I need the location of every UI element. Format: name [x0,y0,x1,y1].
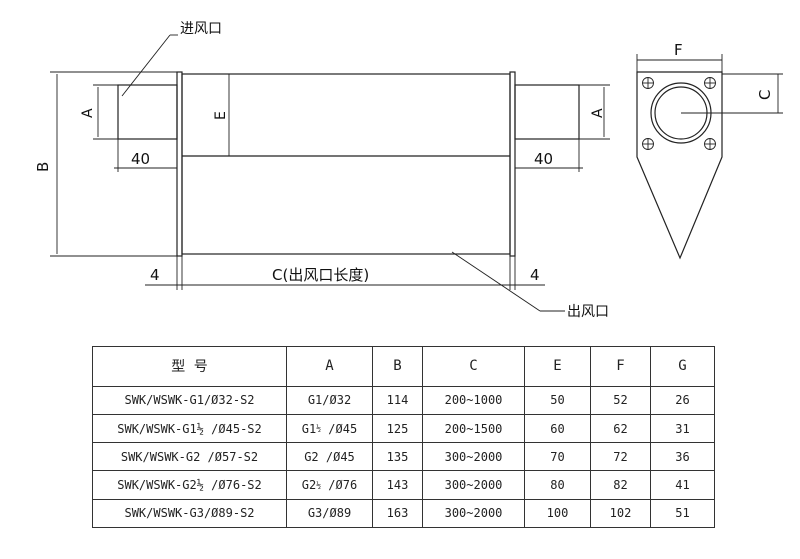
left-inlet-pipe [117,84,178,140]
inlet-leader [121,34,171,97]
cell-a-main: G2 [304,449,319,464]
cell-e: 70 [524,442,591,472]
cell-a-main: G1 [301,421,317,436]
cell-a-rest: /Ø89 [322,506,352,521]
table-row: SWK/WSWK-G1/Ø32-S2 G1/Ø32 114 200~1000 5… [92,385,715,415]
cell-c: 200~1000 [422,385,525,415]
cell-e: 60 [524,413,591,444]
air-outlet-label: 出风口 [567,304,609,320]
col-header-f: F [590,346,651,387]
left-flange [176,71,183,257]
cell-a: G2½ /Ø76 [286,470,373,500]
technical-drawing: B A E A 40 40 4 C(出风口长度) 4 进风口 [34,21,783,320]
cell-c: 300~2000 [422,498,525,529]
cell-c: 200~1500 [422,413,525,444]
cell-a: G1½ /Ø45 [286,413,373,444]
cell-b: 163 [372,498,423,529]
cell-e: 80 [524,470,591,500]
spec-table: 型 号 A B C E F G SWK/WSWK-G1/Ø32-S2 G1/Ø3… [92,346,715,529]
col-header-model: 型 号 [92,346,287,387]
cell-b: 135 [372,442,423,472]
dim-f-label: F [674,41,683,59]
dim-4-left-label: 4 [150,266,160,284]
cell-a-rest: /Ø45 [321,421,358,436]
table-header-row: 型 号 A B C E F G [92,346,715,387]
right-flange [509,71,516,257]
table-row: SWK/WSWK-G3/Ø89-S2 G3/Ø89 163 300~2000 1… [92,498,715,529]
cell-a-rest: /Ø76 [321,478,358,493]
bolt-holes [642,77,716,150]
cell-c: 300~2000 [422,470,525,500]
cell-a-main: G3 [307,506,323,521]
outlet-leader [451,251,541,312]
side-view: F C [636,41,783,260]
dim-e-label: E [213,111,229,120]
dim-40-right-label: 40 [534,150,553,168]
cell-a-frac: ½ [316,480,322,490]
cell-g: 41 [650,470,715,500]
cell-e: 100 [524,498,591,529]
main-body [181,73,511,255]
col-header-a: A [286,346,373,387]
cell-f: 62 [590,413,651,444]
cell-b: 143 [372,470,423,500]
cell-a-rest: /Ø32 [322,393,352,408]
cell-a-main: G2 [301,478,317,493]
cell-f: 72 [590,442,651,472]
cell-model: SWK/WSWK-G3/Ø89-S2 [92,498,287,529]
cell-f: 102 [590,498,651,529]
dim-a-right-label: A [590,108,606,118]
col-header-b: B [372,346,423,387]
cell-model: SWK/WSWK-G2½ /Ø76-S2 [92,470,287,500]
cell-a-frac: ½ [316,424,322,434]
table-row: SWK/WSWK-G1½ /Ø45-S2 G1½ /Ø45 125 200~15… [92,413,715,444]
cell-f: 52 [590,385,651,415]
col-header-g: G [650,346,715,387]
dim-a-left-label: A [80,108,96,118]
cell-g: 26 [650,385,715,415]
cell-a: G1/Ø32 [286,385,373,415]
cell-g: 36 [650,442,715,472]
mounting-plate [636,71,723,260]
dim-4-right-label: 4 [530,266,540,284]
cell-model: SWK/WSWK-G2 /Ø57-S2 [92,442,287,472]
dim-40-left-label: 40 [131,150,150,168]
cell-model: SWK/WSWK-G1/Ø32-S2 [92,385,287,415]
cell-g: 31 [650,413,715,444]
cell-a: G3/Ø89 [286,498,373,529]
cell-g: 51 [650,498,715,529]
col-header-c: C [422,346,525,387]
cell-model: SWK/WSWK-G1½ /Ø45-S2 [92,413,287,444]
front-view: B A E A 40 40 4 C(出风口长度) 4 进风口 [34,21,610,320]
dim-c-label: C(出风口长度) [272,266,369,284]
table-row: SWK/WSWK-G2 /Ø57-S2 G2 /Ø45 135 300~2000… [92,442,715,472]
cell-a: G2 /Ø45 [286,442,373,472]
dim-g-label: C [756,90,774,100]
cell-b: 125 [372,413,423,444]
cell-c: 300~2000 [422,442,525,472]
col-header-e: E [524,346,591,387]
cell-b: 114 [372,385,423,415]
cell-f: 82 [590,470,651,500]
dim-b-label: B [34,162,52,172]
air-inlet-label: 进风口 [180,21,222,37]
table-row: SWK/WSWK-G2½ /Ø76-S2 G2½ /Ø76 143 300~20… [92,470,715,500]
cell-e: 50 [524,385,591,415]
right-inlet-pipe [514,84,580,140]
cell-a-rest: /Ø45 [318,449,355,464]
cell-a-main: G1 [307,393,323,408]
